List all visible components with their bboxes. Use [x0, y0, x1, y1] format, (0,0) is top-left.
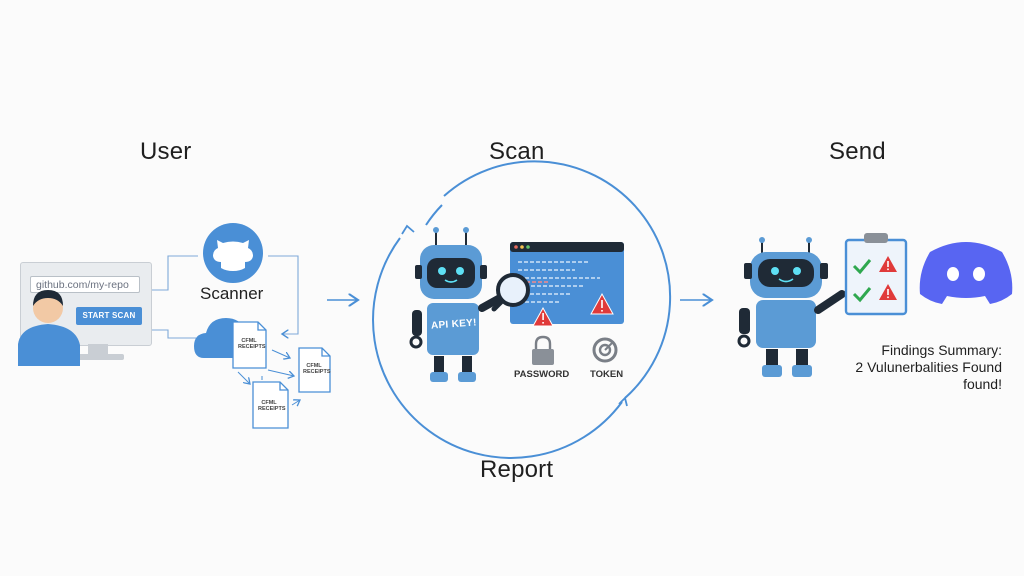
- scanner-robot: [409, 227, 504, 382]
- file-label: CFML RECEIPTS: [303, 363, 331, 375]
- stage-title-report: Report: [480, 456, 554, 483]
- lock-icon: [532, 335, 554, 365]
- file-icon: [232, 321, 267, 369]
- connector-scanner-right: [268, 255, 299, 334]
- magnifier-icon: [491, 273, 530, 312]
- warning-icon: [590, 292, 614, 315]
- discord-icon: [919, 242, 1013, 304]
- scanner-label: Scanner: [200, 284, 264, 303]
- findings-line: Findings Summary:: [881, 342, 1002, 358]
- code-window: [510, 242, 624, 324]
- file-label: CFML RECEIPTS: [258, 400, 286, 412]
- findings-line: 2 Vulunerbalities Found: [855, 359, 1002, 375]
- token-label: TOKEN: [590, 369, 624, 380]
- file-icons: [232, 321, 331, 429]
- token-icon: [592, 337, 618, 363]
- user-avatar-overlay: [18, 290, 80, 366]
- file-label: CFML RECEIPTS: [238, 338, 266, 350]
- connector-user-scanner: [150, 255, 198, 291]
- warning-icon: [532, 306, 554, 327]
- stage-title-send: Send: [829, 138, 886, 165]
- file-icon: [252, 381, 289, 429]
- findings-line: found!: [963, 376, 1002, 392]
- stage-title-user: User: [140, 138, 192, 165]
- cycle-ring: [372, 160, 672, 459]
- connector-user-scanner-lower: [150, 329, 196, 339]
- file-icon: [298, 347, 331, 393]
- monitor-base: [72, 354, 124, 360]
- findings-summary: Findings Summary: 2 Vulunerbalities Foun…: [832, 342, 1002, 393]
- clipboard-icon: [844, 233, 908, 316]
- monitor-stand: [88, 344, 108, 354]
- start-scan-button[interactable]: START SCAN: [76, 307, 142, 325]
- url-input[interactable]: github.com/my-repo: [30, 276, 140, 293]
- github-icon: [203, 223, 263, 283]
- sender-robot: [737, 237, 846, 377]
- password-label: PASSWORD: [514, 369, 570, 380]
